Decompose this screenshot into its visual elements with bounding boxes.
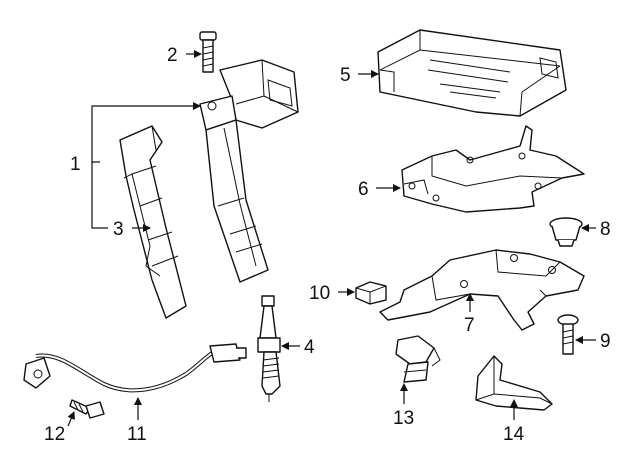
callout-8[interactable]: 8 (600, 219, 611, 240)
leader-lines (67, 50, 596, 427)
part-14-bracket[interactable] (475, 355, 553, 411)
callout-9[interactable]: 9 (600, 331, 611, 352)
part-11-sensor-harness[interactable] (23, 343, 247, 393)
callout-12[interactable]: 12 (44, 424, 65, 445)
part-1-ignition-coil[interactable] (199, 59, 299, 283)
callout-4[interactable]: 4 (304, 337, 315, 358)
callout-7[interactable]: 7 (464, 315, 475, 336)
part-9-bolt[interactable] (557, 314, 579, 355)
callout-3[interactable]: 3 (113, 219, 124, 240)
callout-2[interactable]: 2 (167, 45, 178, 66)
part-3-ignition-coil[interactable] (119, 125, 187, 319)
callout-labels: 1 2 3 4 5 6 7 8 9 10 11 12 13 14 (44, 45, 611, 445)
callout-14[interactable]: 14 (503, 424, 525, 445)
part-6-bracket[interactable] (401, 125, 585, 213)
part-10-clip[interactable] (355, 281, 387, 305)
callout-11[interactable]: 11 (127, 424, 147, 445)
callout-5[interactable]: 5 (340, 65, 351, 86)
callout-10[interactable]: 10 (309, 283, 330, 304)
part-4-spark-plug[interactable] (257, 295, 281, 402)
part-13-sensor[interactable] (395, 335, 441, 383)
part-12-bolt[interactable] (69, 399, 105, 419)
callout-13[interactable]: 13 (393, 408, 414, 429)
part-5-control-module[interactable] (377, 29, 567, 117)
part-2-bolt[interactable] (199, 31, 217, 73)
callout-6[interactable]: 6 (358, 179, 369, 200)
part-8-grommet[interactable] (549, 217, 583, 247)
part-7-bracket[interactable] (379, 249, 585, 331)
callout-1[interactable]: 1 (70, 154, 81, 175)
